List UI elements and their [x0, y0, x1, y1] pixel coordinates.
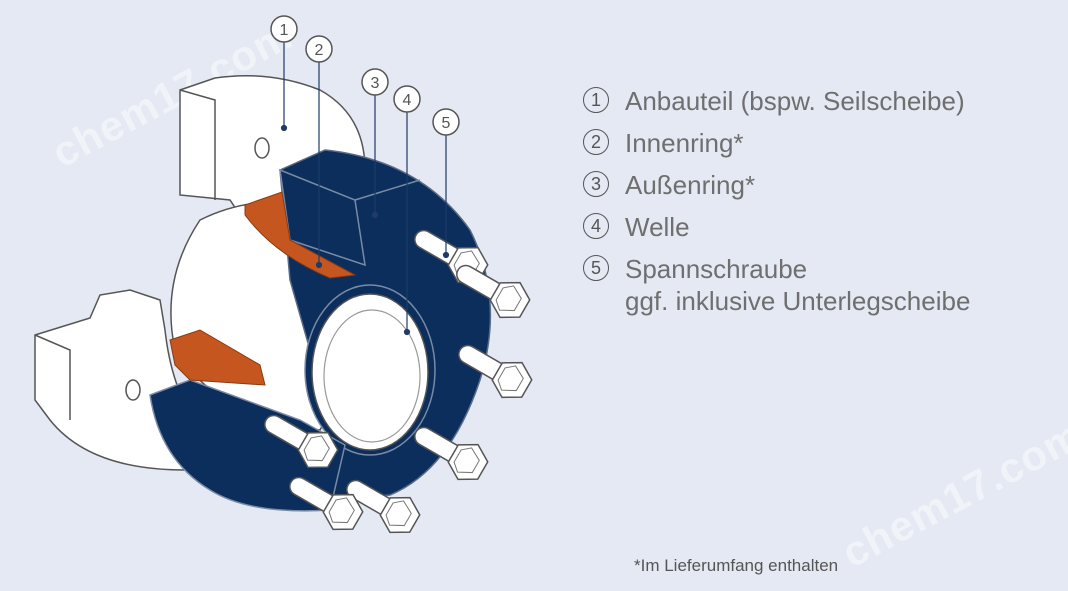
legend: 1 Anbauteil (bspw. Seilscheibe) 2 Innenr… — [583, 80, 970, 317]
footnote: *Im Lieferumfang enthalten — [634, 556, 838, 576]
legend-item: 3 Außenring* — [583, 164, 970, 206]
callout-1-label: 1 — [280, 22, 289, 39]
watermark: chem17.com — [834, 411, 1068, 578]
legend-number-badge: 2 — [583, 129, 609, 155]
legend-number-badge: 3 — [583, 171, 609, 197]
legend-label-secondary: ggf. inklusive Unterlegscheibe — [625, 285, 970, 317]
legend-label: Anbauteil (bspw. Seilscheibe) — [625, 80, 965, 122]
legend-label: Außenring* — [625, 164, 755, 206]
callout-3-label: 3 — [371, 75, 380, 92]
callout-4-label: 4 — [403, 92, 412, 109]
callout-5-label: 5 — [442, 115, 451, 132]
callout-5: 5 — [433, 109, 459, 135]
callout-2: 2 — [306, 36, 332, 62]
legend-label: Spannschraube — [625, 254, 807, 284]
callout-2-label: 2 — [315, 42, 324, 59]
callout-4: 4 — [394, 86, 420, 112]
exploded-view-illustration: 1 2 3 4 5 — [0, 0, 560, 591]
legend-label-multiline: Spannschraube ggf. inklusive Unterlegsch… — [625, 248, 970, 317]
legend-number-badge: 5 — [583, 255, 609, 281]
legend-item: 5 Spannschraube ggf. inklusive Unterlegs… — [583, 248, 970, 317]
legend-item: 1 Anbauteil (bspw. Seilscheibe) — [583, 80, 970, 122]
callout-1: 1 — [271, 16, 297, 42]
legend-item: 2 Innenring* — [583, 122, 970, 164]
legend-item: 4 Welle — [583, 206, 970, 248]
legend-number-badge: 1 — [583, 87, 609, 113]
legend-label: Innenring* — [625, 122, 744, 164]
legend-number-badge: 4 — [583, 213, 609, 239]
callout-3: 3 — [362, 69, 388, 95]
legend-label: Welle — [625, 206, 690, 248]
